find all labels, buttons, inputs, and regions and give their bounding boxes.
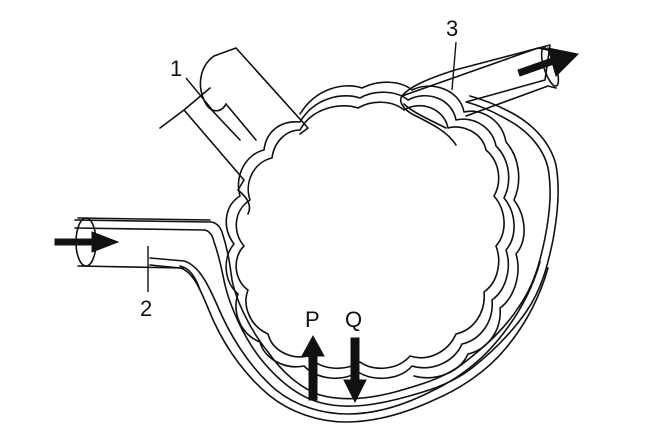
inner-chamber: [225, 81, 525, 379]
flow-arrows: [54, 47, 580, 404]
arrow-p-up-icon: [301, 334, 325, 401]
outlet-pipe-3: [401, 47, 560, 129]
outer-jacket: [74, 44, 559, 407]
label-1: 1: [170, 56, 182, 81]
arrow-q-down-icon: [343, 337, 367, 404]
leader-line-1: [185, 77, 215, 113]
label-3: 3: [446, 16, 458, 41]
lower-outer-wall: [149, 257, 549, 423]
label-q: Q: [345, 307, 362, 332]
pipe-1: [159, 47, 309, 215]
leader-line-3: [451, 41, 457, 91]
leader-lines: [147, 41, 457, 292]
label-2: 2: [140, 296, 152, 321]
inlet-arrow-icon: [54, 231, 120, 253]
label-p: P: [305, 307, 320, 332]
outlet-arrow-icon: [517, 47, 580, 77]
